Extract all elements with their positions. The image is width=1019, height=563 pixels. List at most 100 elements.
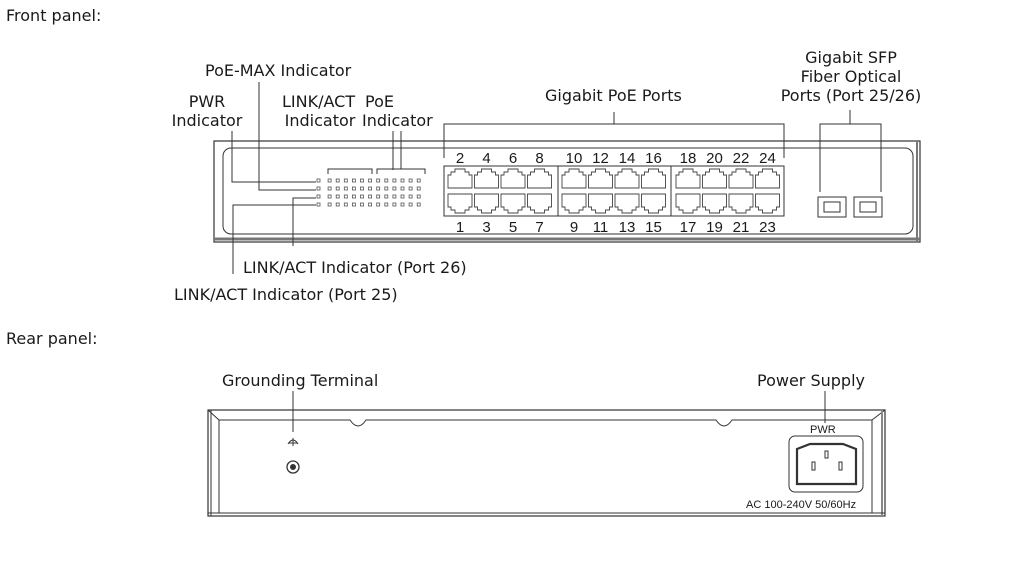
sfp-port-25 xyxy=(817,196,847,218)
sfp-label-line1: Gigabit SFP xyxy=(805,48,897,67)
rj45-port-10 xyxy=(561,168,587,189)
rj45-port-14 xyxy=(614,168,640,189)
rj45-port-13 xyxy=(614,193,640,214)
led-indicator xyxy=(384,186,389,191)
led-indicator xyxy=(327,194,332,199)
led-indicator xyxy=(408,178,413,183)
port-number-label: 9 xyxy=(570,219,578,236)
grounding-terminal-icon xyxy=(286,460,300,474)
led-indicator xyxy=(316,194,321,199)
led-indicator xyxy=(327,202,332,207)
led-indicator xyxy=(384,202,389,207)
rj45-port-15 xyxy=(641,193,666,214)
led-indicator xyxy=(416,178,421,183)
port-number-label: 1 xyxy=(456,219,464,236)
port26-leader-line xyxy=(292,197,316,246)
led-indicator xyxy=(400,202,405,207)
led-indicator xyxy=(416,202,421,207)
led-indicator xyxy=(368,186,373,191)
port-number-label: 24 xyxy=(759,150,776,167)
led-indicator xyxy=(335,202,340,207)
led-indicator xyxy=(351,178,356,183)
rj45-port-7 xyxy=(527,193,552,214)
port25-leader-line xyxy=(232,204,316,274)
poe-label-line1: PoE xyxy=(365,92,394,111)
rj45-port-8 xyxy=(527,168,552,189)
led-indicator xyxy=(392,194,397,199)
sfp-bracket xyxy=(819,123,882,192)
port-number-label: 19 xyxy=(706,219,723,236)
rj45-port-16 xyxy=(641,168,666,189)
socket-pin-left xyxy=(811,461,816,471)
port-number-label: 10 xyxy=(566,150,583,167)
rj45-port-19 xyxy=(702,193,727,214)
rj45-port-17 xyxy=(675,193,701,214)
port-number-label: 11 xyxy=(593,219,609,236)
linkact-bracket xyxy=(327,168,373,174)
linkact-port26-label: LINK/ACT Indicator (Port 26) xyxy=(243,258,467,277)
linkact-port25-label: LINK/ACT Indicator (Port 25) xyxy=(174,285,398,304)
led-indicator xyxy=(408,186,413,191)
port-block-frame xyxy=(443,165,785,217)
grounding-terminal-center xyxy=(290,464,296,470)
rear-chassis-top-inner xyxy=(219,419,872,427)
port-number-label: 3 xyxy=(482,219,490,236)
port-number-label: 12 xyxy=(592,150,609,167)
led-indicator xyxy=(343,186,348,191)
led-indicator xyxy=(360,202,364,207)
sfp-port-26-inner xyxy=(859,201,877,213)
poe-max-leader-line xyxy=(258,82,316,191)
poe-bracket xyxy=(376,168,426,174)
port-number-label: 21 xyxy=(733,219,750,236)
led-indicator xyxy=(392,178,397,183)
led-indicator xyxy=(360,194,364,199)
linkact-label-line1: LINK/ACT xyxy=(282,92,356,111)
pwr-label-line1: PWR xyxy=(188,92,226,111)
rear-corner-right xyxy=(871,409,886,421)
port-number-label: 13 xyxy=(619,219,636,236)
rj45-port-24 xyxy=(755,168,780,189)
ac-rating-text: AC 100-240V 50/60Hz xyxy=(746,499,856,511)
front-faceplate xyxy=(222,147,914,235)
led-matrix xyxy=(316,178,421,207)
led-indicator xyxy=(327,178,332,183)
grounding-terminal-label: Grounding Terminal xyxy=(222,371,379,390)
pwr-indicator-label: PWR Indicator xyxy=(166,92,248,130)
led-indicator xyxy=(316,186,321,191)
led-indicator xyxy=(400,186,405,191)
rj45-port-4 xyxy=(474,168,499,189)
poe-indicator-label: PoE Indicator xyxy=(362,92,433,130)
iec-c14-socket-icon xyxy=(795,442,858,486)
port-number-label: 18 xyxy=(680,150,697,167)
led-indicator xyxy=(416,194,421,199)
led-indicator xyxy=(343,194,348,199)
port-number-label: 22 xyxy=(733,150,750,167)
port-number-label: 14 xyxy=(619,150,636,167)
led-indicator xyxy=(351,194,356,199)
port-number-label: 7 xyxy=(535,219,543,236)
gigabit-poe-ports-label: Gigabit PoE Ports xyxy=(545,86,682,105)
port-number-label: 16 xyxy=(645,150,662,167)
port-number-label: 20 xyxy=(706,150,723,167)
led-indicator xyxy=(392,202,397,207)
rj45-port-22 xyxy=(728,168,754,189)
led-indicator xyxy=(316,178,321,183)
led-indicator xyxy=(360,186,364,191)
rj45-port-11 xyxy=(588,193,613,214)
port-number-label: 2 xyxy=(456,150,464,167)
led-indicator xyxy=(416,186,421,191)
led-indicator xyxy=(400,194,405,199)
pwr-leader-line xyxy=(231,131,316,183)
socket-pin-earth xyxy=(824,450,829,459)
rj45-port-21 xyxy=(728,193,754,214)
poe-max-indicator-label: PoE-MAX Indicator xyxy=(205,61,352,80)
port-number-label: 17 xyxy=(680,219,697,236)
led-indicator xyxy=(376,186,381,191)
rj45-port-20 xyxy=(702,168,727,189)
port-number-label: 8 xyxy=(535,150,543,167)
port-number-label: 15 xyxy=(645,219,662,236)
led-indicator xyxy=(384,194,389,199)
led-indicator xyxy=(351,202,356,207)
port-number-label: 6 xyxy=(509,150,517,167)
